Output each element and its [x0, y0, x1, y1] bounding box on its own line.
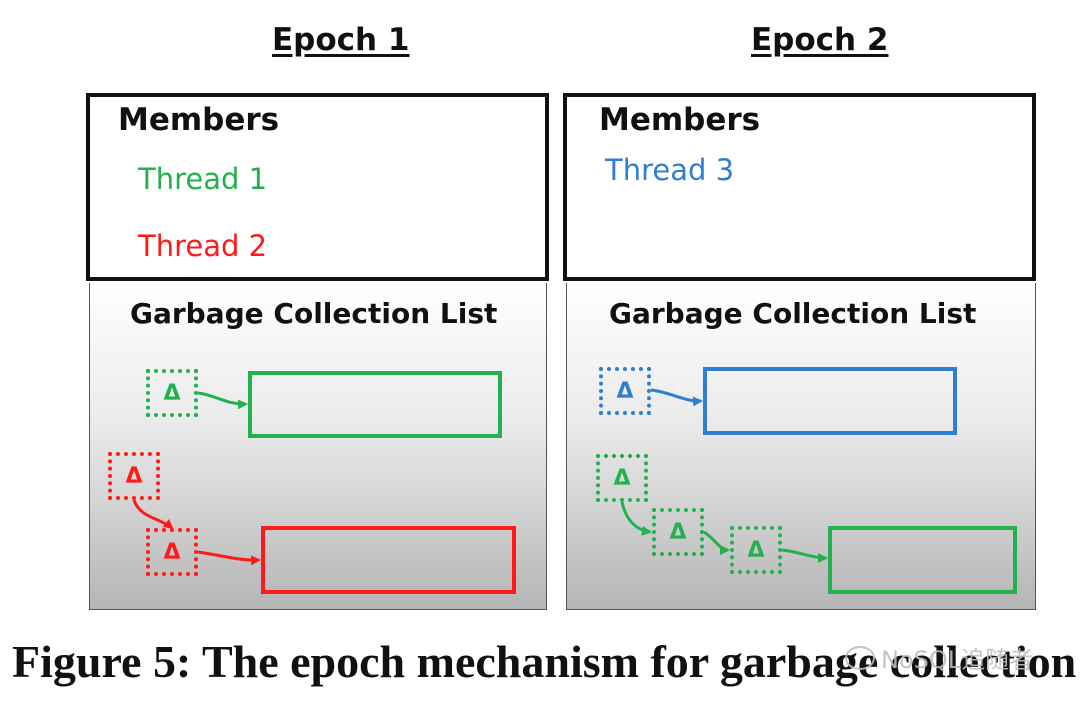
delta-box: Δ: [146, 369, 198, 417]
delta-box: Δ: [596, 454, 648, 502]
version-record-box: [261, 526, 516, 594]
version-record-box: [248, 371, 502, 438]
delta-box: Δ: [599, 367, 651, 415]
gc-list-header: Garbage Collection List: [609, 297, 977, 330]
delta-box: Δ: [652, 508, 704, 556]
wechat-icon: [845, 645, 875, 670]
watermark: NoSQL追随者: [845, 640, 1033, 675]
delta-box: Δ: [108, 452, 160, 500]
watermark-text: NoSQL追随者: [881, 646, 1034, 674]
thread-1-label: Thread 1: [138, 162, 268, 196]
arrow: [620, 501, 652, 536]
delta-box: Δ: [146, 528, 198, 576]
figure-caption: Figure 5: The epoch mechanism for garbag…: [12, 636, 1077, 687]
members-header: Members: [599, 102, 761, 138]
members-header: Members: [118, 102, 280, 138]
arrow: [197, 550, 261, 566]
epoch-1-members-box: Members Thread 1 Thread 2: [86, 93, 549, 281]
arrow: [132, 499, 174, 530]
delta-box: Δ: [730, 526, 782, 574]
epoch-1-title: Epoch 1: [272, 22, 410, 58]
gc-list-header: Garbage Collection List: [130, 297, 498, 330]
epoch-2-members-box: Members Thread 3: [563, 93, 1036, 281]
epoch-2-title: Epoch 2: [751, 22, 889, 58]
arrow: [197, 391, 248, 410]
arrow: [703, 530, 730, 555]
thread-3-label: Thread 3: [605, 153, 735, 187]
thread-2-label: Thread 2: [138, 229, 268, 263]
version-record-box: [828, 526, 1017, 594]
arrow: [650, 388, 703, 407]
epoch-1-gc-list: Garbage Collection List: [89, 283, 547, 610]
epoch-2-gc-list: Garbage Collection List: [566, 283, 1036, 610]
version-record-box: [703, 367, 957, 435]
arrow: [781, 548, 828, 563]
